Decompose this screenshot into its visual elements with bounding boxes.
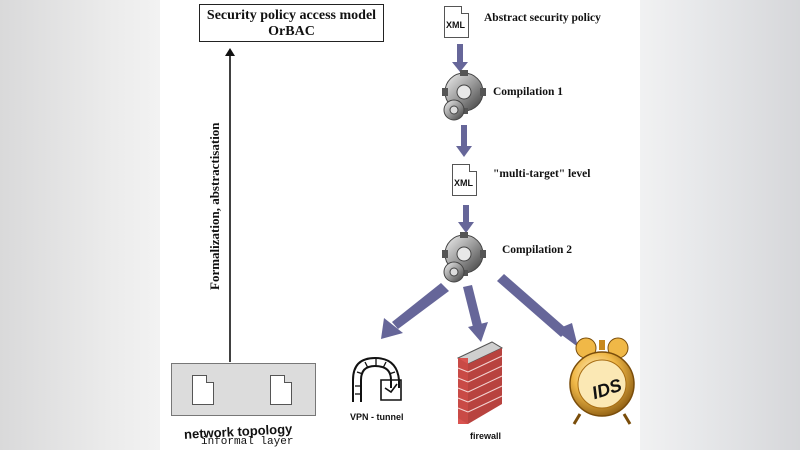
compilation1-label: Compilation 1 bbox=[493, 86, 563, 98]
background-right bbox=[610, 0, 800, 450]
firewall-label: firewall bbox=[470, 431, 502, 441]
xml-doc-icon: XML bbox=[452, 164, 477, 196]
informal-layer-label: informal layer bbox=[201, 436, 294, 448]
flow-arrow-to-vpn bbox=[381, 283, 449, 339]
background-left bbox=[0, 0, 190, 450]
document-icon bbox=[270, 375, 292, 405]
flow-arrow-abstract-to-comp1 bbox=[452, 44, 468, 72]
vpn-tunnel-icon bbox=[352, 356, 402, 402]
document-icon bbox=[192, 375, 214, 405]
gears-icon bbox=[442, 232, 486, 283]
vpn-label: VPN - tunnel bbox=[350, 412, 404, 422]
formalization-label: Formalization, abstractisation bbox=[207, 122, 222, 290]
alarm-clock-icon bbox=[569, 337, 635, 425]
flow-arrow-to-firewall bbox=[463, 285, 488, 342]
access-model-title: Security policy access model bbox=[206, 8, 377, 23]
xml-doc-icon: XML bbox=[444, 6, 469, 38]
xml-doc-icon-text: XML bbox=[446, 20, 465, 30]
compilation2-label: Compilation 2 bbox=[502, 244, 572, 256]
flow-arrow-to-ids bbox=[497, 274, 578, 347]
flow-arrow-multitarget-to-comp2 bbox=[458, 205, 474, 233]
gears-icon bbox=[442, 70, 486, 121]
flow-arrow-comp1-to-multitarget bbox=[456, 125, 472, 157]
network-topology-box bbox=[171, 363, 316, 416]
multitarget-label: "multi-target" level bbox=[493, 168, 591, 180]
access-model-box: Security policy access model OrBAC bbox=[199, 4, 384, 42]
xml-doc-icon-text: XML bbox=[454, 178, 473, 188]
firewall-icon bbox=[456, 341, 504, 424]
access-model-subtitle: OrBAC bbox=[268, 24, 315, 39]
abstract-policy-label: Abstract security policy bbox=[484, 12, 601, 24]
